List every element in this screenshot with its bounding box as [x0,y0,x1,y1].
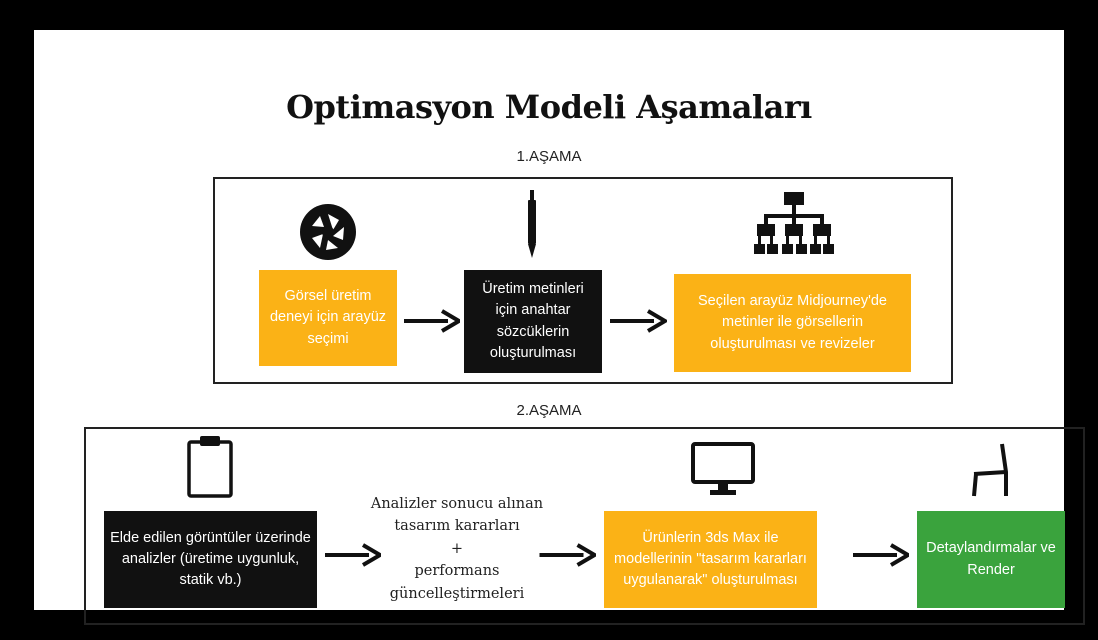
chair-icon [972,443,1008,497]
diagram-canvas: Optimasyon Modeli Aşamaları 1.AŞAMA [34,30,1085,625]
stage1-frame [213,177,953,384]
clipboard-icon [187,436,233,498]
decisions-plus: + [450,540,464,557]
diagram-title: Optimasyon Modeli Aşamaları [286,88,812,126]
hierarchy-icon [754,192,834,254]
arrow-right-icon [404,309,460,333]
decisions-line: Analizler sonucu alınan [370,495,544,512]
decisions-line: performans [414,563,500,580]
arrow-right-icon [325,543,381,567]
monitor-icon [691,442,755,495]
stage1-step1-box: Görsel üretim deneyi için arayüz seçimi [259,270,397,366]
stage1-step3-box: Seçilen arayüz Midjourney'de metinler il… [674,274,911,372]
stage2-label: 2.AŞAMA [516,402,582,419]
stage2-step1-box: Elde edilen görüntüler üzerinde analizle… [104,511,317,608]
stage2-step3-box: Ürünlerin 3ds Max ile modellerinin "tasa… [604,511,817,608]
arrow-right-icon [853,543,909,567]
aperture-icon [300,204,356,260]
stage2-decisions-text: Analizler sonucu alınan tasarım kararlar… [352,485,562,613]
pen-icon [528,190,536,258]
stage2-step4-box: Detaylandırmalar ve Render [917,511,1065,608]
arrow-right-icon [610,309,667,333]
stage1-label: 1.AŞAMA [516,148,582,165]
arrow-right-icon [539,543,596,567]
decisions-line: güncelleştirmeleri [389,585,525,602]
stage1-step2-box: Üretim metinleri için anahtar sözcükleri… [464,270,602,373]
decisions-line: tasarım kararları [394,518,520,535]
stage2-frame [84,427,1085,625]
